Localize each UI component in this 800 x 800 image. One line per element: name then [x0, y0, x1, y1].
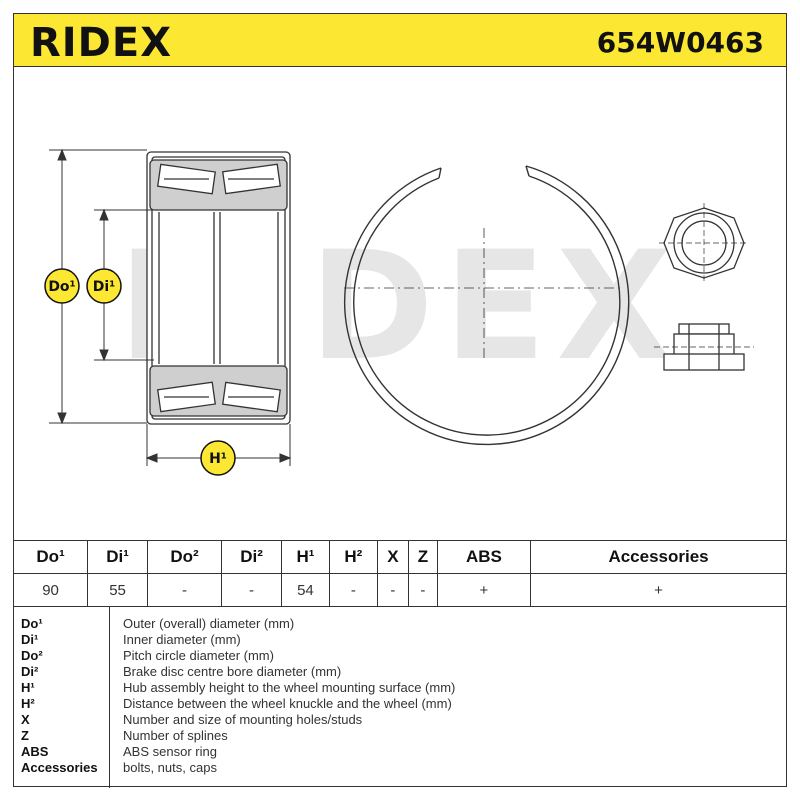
value-accessories: +	[530, 573, 787, 607]
circlip-ring	[343, 165, 630, 446]
legend-value: ABS sensor ring	[123, 744, 217, 759]
badge-h: H¹	[200, 440, 236, 476]
hex-nut-side-view	[654, 323, 754, 371]
brand-logo: RIDEX	[30, 20, 173, 66]
legend-value: Pitch circle diameter (mm)	[123, 648, 274, 663]
header-z: Z	[407, 540, 438, 574]
header-do1: Do¹	[12, 540, 89, 574]
header-di1: Di¹	[87, 540, 148, 574]
specs-value-row: 90 55 - - 54 - - - + +	[12, 573, 787, 607]
hex-nut-top-view	[659, 203, 749, 283]
legend-key: X	[21, 712, 30, 727]
legend-key: Accessories	[21, 760, 98, 775]
bearing-diagram: RIDEX	[44, 148, 754, 476]
value-h2: -	[328, 573, 378, 607]
legend-value: Hub assembly height to the wheel mountin…	[123, 680, 456, 695]
legend-key: Do²	[21, 648, 43, 663]
legend-row: ABS ABS sensor ring	[13, 744, 787, 760]
badge-di: Di¹	[86, 268, 122, 304]
legend-value: Outer (overall) diameter (mm)	[123, 616, 295, 631]
legend-value: Brake disc centre bore diameter (mm)	[123, 664, 342, 679]
legend-row: X Number and size of mounting holes/stud…	[13, 712, 787, 728]
legend: Do¹ Outer (overall) diameter (mm) Di¹ In…	[13, 606, 787, 788]
part-number: 654W0463	[596, 26, 764, 59]
legend-key: Di²	[21, 664, 39, 679]
legend-row: Di² Brake disc centre bore diameter (mm)	[13, 664, 787, 680]
specs-header-row: Do¹ Di¹ Do² Di² H¹ H² X Z ABS Accessorie…	[12, 540, 787, 574]
header-h1: H¹	[280, 540, 330, 574]
legend-value: Inner diameter (mm)	[123, 632, 241, 647]
legend-divider	[109, 607, 110, 788]
legend-row: Z Number of splines	[13, 728, 787, 744]
legend-value: Number and size of mounting holes/studs	[123, 712, 363, 727]
legend-key: Di¹	[21, 632, 39, 647]
svg-text:Di¹: Di¹	[93, 279, 116, 295]
value-do2: -	[146, 573, 223, 607]
svg-text:Do¹: Do¹	[48, 279, 75, 295]
legend-row: Di¹ Inner diameter (mm)	[13, 632, 787, 648]
value-abs: +	[436, 573, 532, 607]
header-abs: ABS	[436, 540, 532, 574]
header-x: X	[376, 540, 409, 574]
header-accessories: Accessories	[530, 540, 787, 574]
legend-row: H² Distance between the wheel knuckle an…	[13, 696, 787, 712]
legend-key: H²	[21, 696, 35, 711]
header-di2: Di²	[221, 540, 282, 574]
svg-text:H¹: H¹	[209, 451, 227, 467]
legend-row: Accessories bolts, nuts, caps	[13, 760, 787, 776]
specs-table: Do¹ Di¹ Do² Di² H¹ H² X Z ABS Accessorie…	[12, 540, 787, 607]
value-do1: 90	[12, 573, 89, 607]
badge-do: Do¹	[44, 268, 80, 304]
legend-row: Do² Pitch circle diameter (mm)	[13, 648, 787, 664]
value-z: -	[407, 573, 438, 607]
header-h2: H²	[328, 540, 378, 574]
value-di1: 55	[87, 573, 148, 607]
legend-key: ABS	[21, 744, 49, 759]
legend-key: H¹	[21, 680, 35, 695]
legend-value: Distance between the wheel knuckle and t…	[123, 696, 452, 711]
legend-row: H¹ Hub assembly height to the wheel moun…	[13, 680, 787, 696]
legend-value: Number of splines	[123, 728, 228, 743]
header-do2: Do²	[146, 540, 223, 574]
bearing-section	[146, 151, 291, 425]
value-x: -	[376, 573, 409, 607]
legend-key: Z	[21, 728, 29, 743]
legend-row: Do¹ Outer (overall) diameter (mm)	[13, 616, 787, 632]
legend-value: bolts, nuts, caps	[123, 760, 217, 775]
value-di2: -	[221, 573, 282, 607]
legend-key: Do¹	[21, 616, 43, 631]
value-h1: 54	[280, 573, 330, 607]
header-bar: RIDEX 654W0463	[13, 13, 787, 67]
